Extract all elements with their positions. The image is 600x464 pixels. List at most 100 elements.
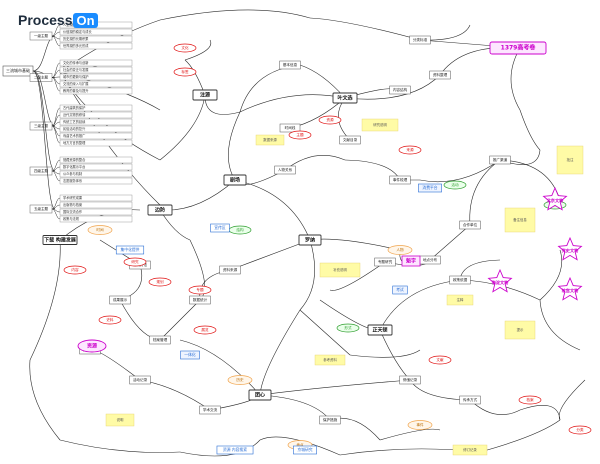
orange-tag[interactable] bbox=[87, 225, 113, 235]
sticky-note[interactable] bbox=[105, 413, 135, 427]
sticky-note[interactable] bbox=[314, 354, 346, 366]
red-tag[interactable] bbox=[63, 265, 87, 275]
topic-box[interactable] bbox=[109, 295, 131, 305]
hub-node[interactable] bbox=[223, 174, 247, 186]
red-tag-label: 资源 bbox=[326, 117, 334, 122]
red-tag[interactable] bbox=[98, 315, 122, 325]
link-node[interactable] bbox=[392, 285, 408, 295]
outline-item-label: 教育的普及与提升 bbox=[63, 88, 89, 93]
sticky-note[interactable] bbox=[452, 444, 488, 456]
edge-line bbox=[159, 9, 311, 21]
red-tag-label: 内容 bbox=[71, 267, 79, 272]
topic-box[interactable] bbox=[449, 275, 471, 285]
sticky-note[interactable] bbox=[319, 262, 361, 278]
topic-box[interactable] bbox=[129, 375, 151, 385]
red-tag[interactable] bbox=[518, 395, 542, 405]
sticky-note[interactable] bbox=[504, 320, 536, 340]
sticky-note[interactable] bbox=[446, 294, 474, 306]
green-tag[interactable] bbox=[443, 180, 467, 190]
outline-edge bbox=[51, 77, 61, 85]
link-node-label: 京城研究 bbox=[297, 447, 312, 452]
sticky-note[interactable] bbox=[361, 118, 399, 132]
link-node[interactable] bbox=[216, 445, 254, 455]
edge-line bbox=[539, 299, 581, 351]
highlight-left[interactable] bbox=[77, 339, 107, 353]
red-tag[interactable] bbox=[288, 130, 312, 140]
red-tag[interactable] bbox=[123, 257, 147, 267]
outline-item bbox=[59, 132, 133, 140]
topic-box[interactable] bbox=[149, 335, 171, 345]
topic-box[interactable] bbox=[389, 85, 411, 95]
topic-box[interactable] bbox=[219, 265, 241, 275]
hub-node[interactable] bbox=[192, 89, 218, 101]
red-tag[interactable] bbox=[318, 115, 342, 125]
star-node[interactable] bbox=[487, 268, 513, 293]
topic-box[interactable] bbox=[429, 70, 451, 80]
red-tag[interactable] bbox=[188, 285, 212, 295]
left-outline-layer: 三流城市基础一级主题人生观的形成与发展价值观的稳定与成长历史观的长期积累世界观的… bbox=[2, 21, 133, 223]
sticky-note[interactable] bbox=[255, 134, 285, 146]
red-tag-label: 文献 bbox=[436, 357, 444, 362]
red-tag[interactable] bbox=[428, 355, 452, 365]
topic-box[interactable] bbox=[279, 60, 301, 70]
red-tag[interactable] bbox=[173, 67, 197, 77]
red-tag[interactable] bbox=[173, 43, 197, 53]
orange-tag[interactable] bbox=[227, 375, 253, 385]
red-tag[interactable] bbox=[398, 145, 422, 155]
orange-tag[interactable] bbox=[407, 420, 433, 430]
topic-box[interactable] bbox=[459, 220, 481, 230]
star-node[interactable] bbox=[557, 236, 583, 261]
star-node[interactable] bbox=[557, 276, 583, 301]
highlight-topright[interactable] bbox=[489, 41, 547, 55]
hub-node[interactable] bbox=[42, 235, 78, 245]
link-node[interactable] bbox=[418, 183, 442, 193]
topic-box[interactable] bbox=[274, 165, 296, 175]
green-tag[interactable] bbox=[336, 323, 360, 333]
topic-box-label: 文献目录 bbox=[343, 137, 358, 142]
topic-box[interactable] bbox=[199, 405, 221, 415]
link-node-label: 消费平台 bbox=[422, 185, 437, 190]
hub-node[interactable] bbox=[147, 204, 173, 216]
topic-box-label: 修缮记录 bbox=[403, 377, 418, 382]
topic-box[interactable] bbox=[279, 123, 301, 133]
star-node[interactable] bbox=[542, 186, 568, 211]
outline-item-label: 戏曲艺术的推广 bbox=[63, 133, 85, 138]
topic-box[interactable] bbox=[319, 415, 341, 425]
red-tag[interactable] bbox=[148, 277, 172, 287]
topic-box[interactable] bbox=[459, 395, 481, 405]
topic-box[interactable] bbox=[374, 257, 396, 267]
red-tag[interactable] bbox=[568, 425, 592, 435]
hub-node[interactable] bbox=[248, 389, 272, 401]
orange-tag[interactable] bbox=[387, 245, 413, 255]
outline-item bbox=[59, 208, 133, 216]
hub-node[interactable] bbox=[298, 234, 322, 246]
highlight-pink[interactable] bbox=[401, 255, 421, 267]
red-tag[interactable] bbox=[193, 325, 217, 335]
topic-box[interactable] bbox=[189, 295, 211, 305]
link-node[interactable] bbox=[180, 350, 200, 360]
topic-box-label: 数据统计 bbox=[193, 297, 208, 302]
hub-node-label: 叶文选 bbox=[337, 95, 352, 102]
hub-node[interactable] bbox=[332, 92, 358, 104]
hub-node[interactable] bbox=[367, 324, 393, 336]
topic-box[interactable] bbox=[339, 135, 361, 145]
hub-node-label: 罗纳 bbox=[305, 237, 315, 244]
link-node-label: 一体化 bbox=[184, 352, 196, 357]
link-node[interactable] bbox=[293, 445, 317, 455]
sticky-note[interactable] bbox=[504, 207, 536, 233]
topic-box-label: 资料整理 bbox=[433, 72, 448, 77]
sticky-note[interactable] bbox=[556, 145, 584, 175]
topic-box[interactable] bbox=[399, 375, 421, 385]
outline-item-label: 出版物与档案 bbox=[63, 202, 83, 207]
link-node[interactable] bbox=[115, 245, 145, 255]
topic-box[interactable] bbox=[389, 175, 411, 185]
outline-group-label: 二级主题 bbox=[34, 75, 48, 80]
outline-root-label: 三流城市基础 bbox=[6, 67, 30, 73]
link-node[interactable] bbox=[210, 223, 230, 233]
topic-box[interactable] bbox=[489, 155, 511, 165]
topic-box[interactable] bbox=[409, 35, 431, 45]
red-tag-label: 主题 bbox=[296, 132, 304, 137]
